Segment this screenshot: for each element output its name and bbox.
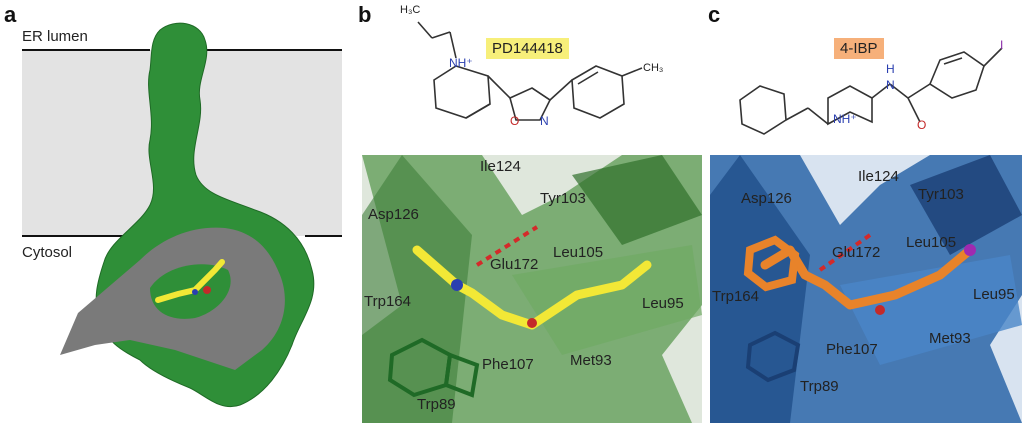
c-oxygen-label: O — [917, 118, 927, 132]
oxygen-label: O — [510, 114, 520, 128]
res-c-tyr103: Tyr103 — [918, 186, 964, 203]
panel-c-letter: c — [708, 2, 721, 27]
res-b-tyr103: Tyr103 — [540, 190, 586, 207]
panel-a-letter: a — [4, 2, 17, 27]
ligand-name-4ibp: 4-IBP — [834, 38, 884, 59]
res-c-glu172: Glu172 — [832, 244, 881, 261]
res-c-trp164: Trp164 — [712, 288, 759, 305]
er-lumen-label: ER lumen — [22, 28, 88, 45]
res-b-trp89: Trp89 — [417, 396, 456, 413]
c-nitrogen-label: NH⁺ — [833, 112, 857, 126]
res-b-asp126: Asp126 — [368, 206, 419, 223]
pocket-b — [362, 155, 702, 423]
res-c-leu95: Leu95 — [973, 286, 1015, 303]
membrane-diagram — [22, 22, 342, 408]
nh-n-label: N — [886, 78, 895, 92]
res-c-phe107: Phe107 — [826, 341, 878, 358]
res-b-phe107: Phe107 — [482, 356, 534, 373]
pocket-c — [710, 155, 1022, 423]
res-b-trp164: Trp164 — [364, 293, 411, 310]
res-b-glu172: Glu172 — [490, 256, 539, 273]
pd144418-structure — [417, 21, 643, 121]
res-c-met93: Met93 — [929, 330, 971, 347]
res-b-leu105: Leu105 — [553, 244, 604, 261]
res-b-leu95: Leu95 — [642, 295, 684, 312]
methyl-right-label: CH₃ — [643, 62, 664, 74]
res-c-asp126: Asp126 — [741, 190, 792, 207]
iodine-label: I — [1000, 38, 1004, 52]
ligand-stick — [155, 259, 225, 303]
res-b-met93: Met93 — [570, 352, 612, 369]
nitrogen2-label: N — [540, 114, 549, 128]
cytosol-label: Cytosol — [22, 244, 73, 261]
ligand-name-pd144418: PD144418 — [486, 38, 569, 59]
panel-b-letter: b — [358, 2, 372, 27]
4ibp-structure — [739, 47, 1003, 135]
nh-h-label: H — [886, 62, 895, 76]
methyl-top-label: H₃C — [400, 4, 421, 16]
nitrogen-label: NH⁺ — [449, 56, 473, 70]
res-c-trp89: Trp89 — [800, 378, 839, 395]
res-b-ile124: Ile124 — [480, 158, 521, 175]
res-c-ile124: Ile124 — [858, 168, 899, 185]
res-c-leu105: Leu105 — [906, 234, 957, 251]
